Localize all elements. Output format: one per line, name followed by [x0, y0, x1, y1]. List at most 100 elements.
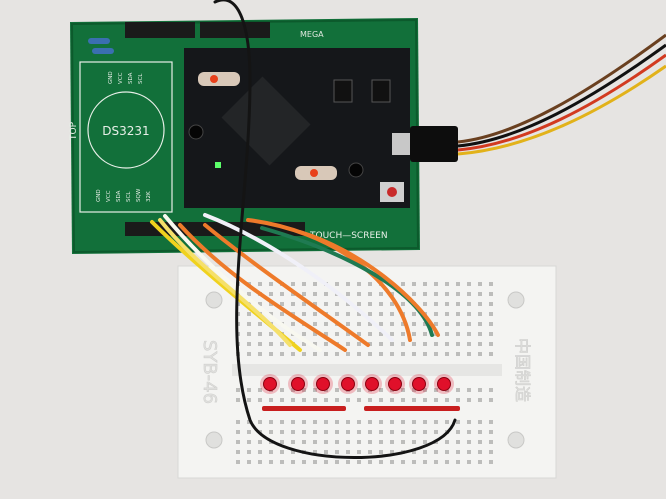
wire-orange — [298, 230, 440, 337]
breadboard-hole — [269, 282, 273, 286]
breadboard-hole — [434, 450, 438, 454]
breadboard-hole — [280, 388, 284, 392]
breadboard-hole — [401, 342, 405, 346]
breadboard-hole — [478, 430, 482, 434]
breadboard-hole — [434, 388, 438, 392]
rtc-bottom-pin: SDA — [116, 190, 122, 202]
breadboard-hole — [313, 450, 317, 454]
breadboard-hole — [346, 282, 350, 286]
rtc-bottom-pin: GND — [96, 189, 102, 202]
breadboard-hole — [379, 332, 383, 336]
breadboard-hole — [346, 420, 350, 424]
breadboard-hole — [456, 292, 460, 296]
breadboard-hole — [456, 312, 460, 316]
breadboard-hole — [346, 440, 350, 444]
breadboard-hole — [247, 352, 251, 356]
reset-button-cap[interactable] — [387, 187, 397, 197]
breadboard-hole — [280, 302, 284, 306]
breadboard-hole — [335, 302, 339, 306]
red-led — [291, 377, 305, 391]
breadboard-hole — [456, 420, 460, 424]
breadboard-hole — [423, 440, 427, 444]
breadboard-hole — [313, 420, 317, 424]
breadboard-hole — [258, 342, 262, 346]
breadboard-hole — [302, 312, 306, 316]
breadboard-hole — [324, 460, 328, 464]
breadboard-hole — [302, 302, 306, 306]
breadboard-hole — [291, 460, 295, 464]
breadboard-hole — [335, 312, 339, 316]
breadboard-hole — [390, 342, 394, 346]
rtc-bottom-pin: SCL — [126, 191, 132, 202]
breadboard-hole — [489, 322, 493, 326]
breadboard-hole — [401, 440, 405, 444]
breadboard-hole — [302, 292, 306, 296]
breadboard-hole — [302, 420, 306, 424]
crystal-dot — [210, 75, 218, 83]
wire-orange — [203, 223, 370, 347]
breadboard-holes — [236, 282, 493, 464]
breadboard-hole — [412, 420, 416, 424]
regulator — [371, 79, 391, 103]
breadboard-hole — [258, 302, 262, 306]
wire-white — [163, 214, 322, 352]
breadboard-hole — [258, 388, 262, 392]
breadboard-hole — [346, 322, 350, 326]
breadboard-hole — [434, 420, 438, 424]
breadboard-hole — [368, 322, 372, 326]
red-led — [341, 377, 355, 391]
breadboard-hole — [423, 420, 427, 424]
mega-label: MEGA — [300, 30, 324, 39]
breadboard-hole — [324, 420, 328, 424]
breadboard-hole — [489, 440, 493, 444]
breadboard-hole — [412, 322, 416, 326]
breadboard-hole — [423, 388, 427, 392]
breadboard-hole — [346, 332, 350, 336]
top-label: TOP — [69, 121, 79, 141]
breadboard-hole — [412, 342, 416, 346]
breadboard-hole — [357, 430, 361, 434]
breadboard-hole — [467, 302, 471, 306]
breadboard-hole — [291, 440, 295, 444]
breadboard-hole — [346, 450, 350, 454]
mount-hole — [507, 431, 525, 449]
breadboard-hole — [423, 282, 427, 286]
breadboard-hole — [258, 450, 262, 454]
breadboard-hole — [456, 460, 460, 464]
rtc-top-pin: SDA — [128, 72, 134, 84]
breadboard-hole — [335, 450, 339, 454]
breadboard-hole — [478, 450, 482, 454]
header-top-left — [125, 22, 195, 38]
breadboard-hole — [423, 352, 427, 356]
breadboard-hole — [434, 302, 438, 306]
mount-hole — [205, 431, 223, 449]
breadboard-hole — [280, 450, 284, 454]
breadboard-hole — [236, 430, 240, 434]
breadboard-hole — [324, 292, 328, 296]
mount-hole — [507, 291, 525, 309]
breadboard-hole — [236, 420, 240, 424]
breadboard-hole — [269, 460, 273, 464]
status-led — [215, 162, 221, 168]
breadboard-hole — [335, 398, 339, 402]
breadboard-hole — [368, 292, 372, 296]
breadboard-hole — [412, 430, 416, 434]
breadboard-hole — [445, 342, 449, 346]
breadboard-hole — [258, 398, 262, 402]
breadboard-hole — [445, 332, 449, 336]
breadboard-hole — [291, 430, 295, 434]
breadboard-hole — [489, 450, 493, 454]
breadboard-hole — [368, 420, 372, 424]
breadboard-hole — [346, 342, 350, 346]
breadboard-hole — [236, 450, 240, 454]
power-rail-red — [364, 406, 460, 411]
microcontroller-chip-body — [221, 76, 311, 166]
breadboard-hole — [280, 430, 284, 434]
breadboard-hole — [236, 440, 240, 444]
breadboard-hole — [258, 440, 262, 444]
breadboard-hole — [302, 282, 306, 286]
breadboard-hole — [324, 342, 328, 346]
breadboard-hole — [445, 352, 449, 356]
breadboard-hole — [401, 460, 405, 464]
led-row — [260, 374, 454, 394]
